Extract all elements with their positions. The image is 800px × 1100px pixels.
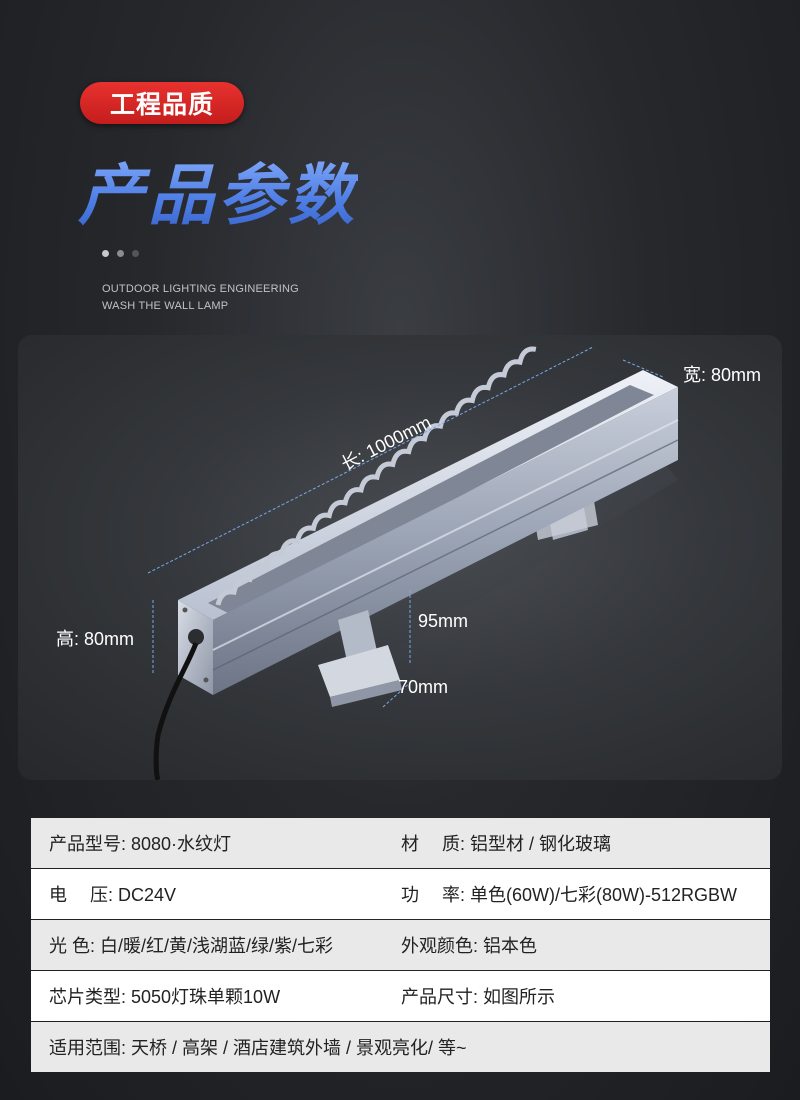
dot-1 <box>102 250 109 257</box>
dimension-height: 高: 80mm <box>56 629 135 649</box>
spec-row: 电 压: DC24V 功 率: 单色(60W)/七彩(80W)-512RGBW <box>31 869 770 919</box>
spec-chip-type: 芯片类型: 5050灯珠单颗10W <box>49 987 281 1007</box>
wall-washer-lamp-illustration <box>147 346 679 780</box>
pager-dots <box>102 250 139 257</box>
spec-size: 产品尺寸: 如图所示 <box>401 987 556 1007</box>
dot-3 <box>132 250 139 257</box>
spec-appearance-color: 外观颜色: 铝本色 <box>401 936 538 956</box>
spec-row: 芯片类型: 5050灯珠单颗10W 产品尺寸: 如图所示 <box>31 971 770 1021</box>
subtitle-line-2: WASH THE WALL LAMP <box>102 300 229 312</box>
spec-power: 功 率: 单色(60W)/七彩(80W)-512RGBW <box>401 885 738 905</box>
spec-row: 光 色: 白/暖/红/黄/浅湖蓝/绿/紫/七彩 外观颜色: 铝本色 <box>31 920 770 970</box>
spec-voltage: 电 压: DC24V <box>49 885 177 905</box>
spec-row: 适用范围: 天桥 / 高架 / 酒店建筑外墙 / 景观亮化/ 等~ <box>31 1022 770 1072</box>
product-image-panel: 长: 1000mm 宽: 80mm 高: 80mm 95mm 70mm <box>18 335 782 780</box>
dimension-width: 宽: 80mm <box>683 365 762 385</box>
subtitle-line-1: OUTDOOR LIGHTING ENGINEERING <box>102 283 299 295</box>
dimension-bracket-width: 70mm <box>398 677 449 697</box>
spec-material: 材 质: 铝型材 / 钢化玻璃 <box>401 834 612 854</box>
spec-row: 产品型号: 8080·水纹灯 材 质: 铝型材 / 钢化玻璃 <box>31 818 770 868</box>
section-badge: 工程品质 <box>80 82 244 124</box>
page-title: 产品参数 <box>78 142 358 238</box>
dimension-bracket-height: 95mm <box>418 611 469 631</box>
spec-light-color: 光 色: 白/暖/红/黄/浅湖蓝/绿/紫/七彩 <box>49 936 334 956</box>
spec-application: 适用范围: 天桥 / 高架 / 酒店建筑外墙 / 景观亮化/ 等~ <box>49 1038 467 1058</box>
dot-2 <box>117 250 124 257</box>
spec-model: 产品型号: 8080·水纹灯 <box>49 834 232 854</box>
